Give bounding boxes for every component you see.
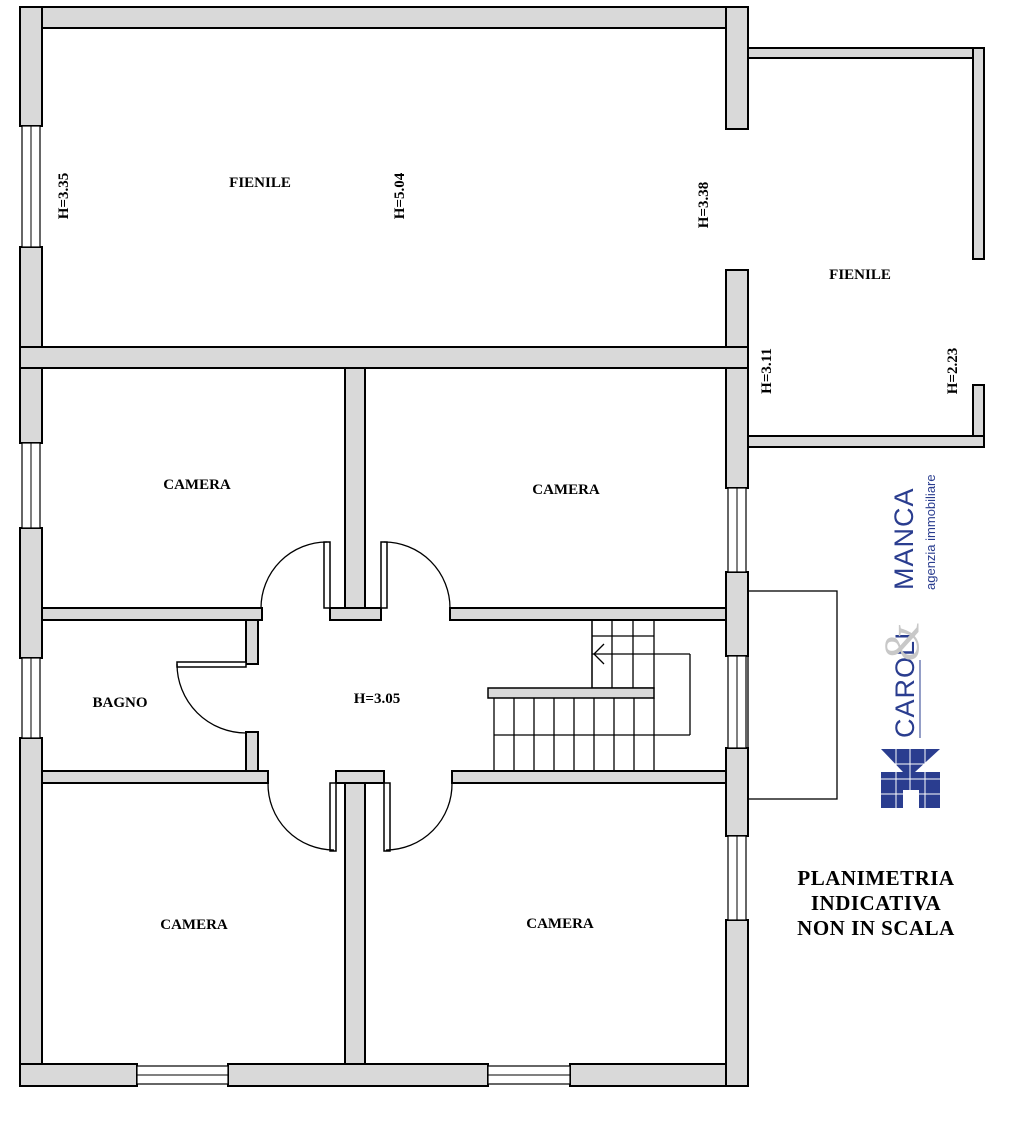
windows <box>21 125 747 1085</box>
room-label-camera-se: CAMERA <box>526 916 594 932</box>
room-label-camera-ne: CAMERA <box>532 482 600 498</box>
height-label-3: H=3.38 <box>696 182 712 228</box>
height-label-hall: H=3.05 <box>354 691 400 707</box>
room-label-fienile-side: FIENILE <box>829 267 891 283</box>
balcony-outline <box>747 590 838 800</box>
logo-tagline: agenzia immobiliare <box>923 474 938 590</box>
agency-logo: CAROLI & MANCA agenzia immobiliare <box>873 474 940 808</box>
height-label-1: H=3.35 <box>56 173 72 219</box>
room-label-camera-sw: CAMERA <box>160 917 228 933</box>
note-line-3: NON IN SCALA <box>797 916 955 940</box>
room-label-camera-nw: CAMERA <box>163 477 231 493</box>
height-label-5: H=2.23 <box>945 348 961 394</box>
room-label-bagno: BAGNO <box>92 695 147 711</box>
logo-name-caroli: CAROLI <box>890 631 920 738</box>
height-label-2: H=5.04 <box>392 172 408 219</box>
doors <box>176 541 453 852</box>
note-line-1: PLANIMETRIA <box>797 866 955 890</box>
logo-name-manca: MANCA <box>889 487 919 590</box>
room-label-fienile-main: FIENILE <box>229 175 291 191</box>
scale-note: PLANIMETRIA INDICATIVA NON IN SCALA <box>797 866 955 940</box>
stair-arrow-icon <box>593 643 605 665</box>
height-label-4: H=3.11 <box>759 348 775 394</box>
logo-ampersand: & <box>873 623 929 662</box>
logo-mark-icon <box>881 749 940 808</box>
staircase <box>487 619 691 771</box>
note-line-2: INDICATIVA <box>811 891 942 915</box>
